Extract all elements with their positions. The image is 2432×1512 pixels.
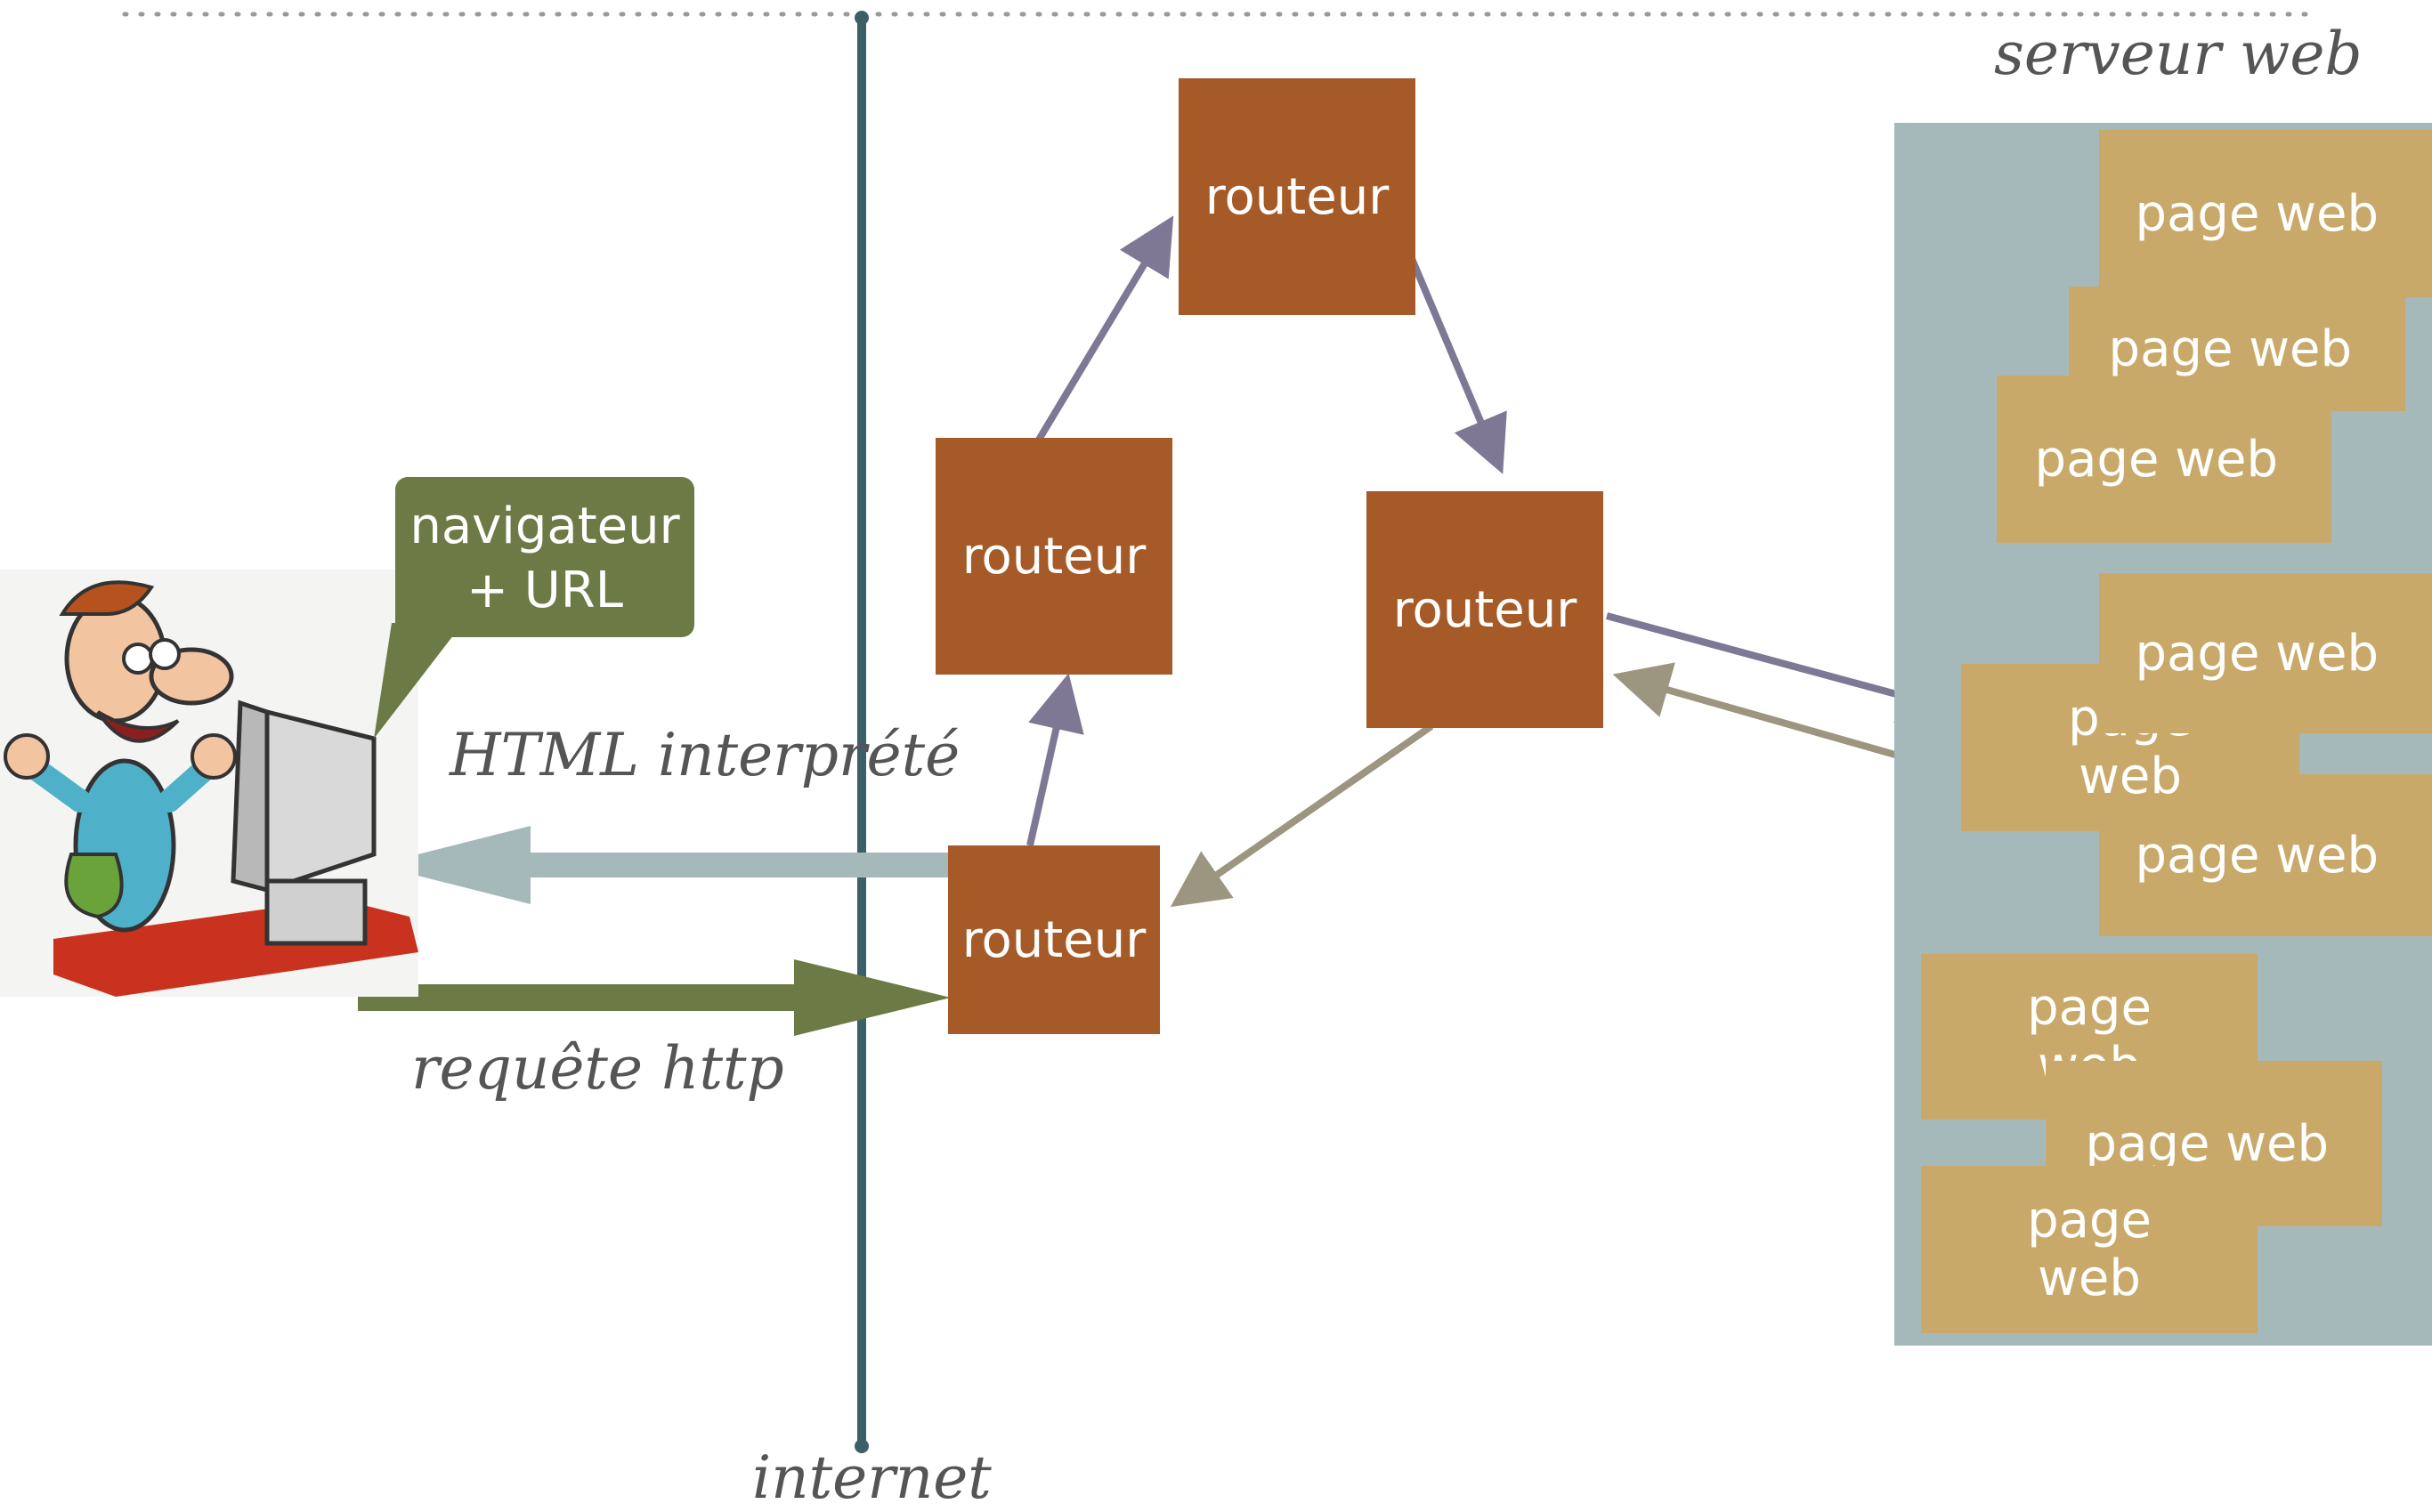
web-page-3-3: page web: [1921, 1166, 2258, 1333]
server-title: serveur web: [1994, 20, 2363, 88]
web-page-1-2: page web: [2069, 287, 2405, 411]
arrow-bottom-to-left-router: [1026, 673, 1084, 846]
web-page-2-1: page web: [2099, 573, 2432, 733]
callout-line-1: navigateur: [409, 497, 680, 555]
user-at-computer-icon: [0, 570, 418, 997]
router-bottom: routeur: [948, 845, 1160, 1034]
internet-label: internet: [752, 1443, 992, 1512]
callout-tail: [374, 623, 463, 739]
web-page-label: page web: [2135, 826, 2379, 885]
request-arrow: [358, 959, 951, 1036]
html-interpreted-label: HTML interprété: [450, 721, 961, 789]
router-label: routeur: [1204, 167, 1390, 226]
router-right: routeur: [1366, 491, 1603, 728]
response-arrow: [376, 826, 953, 904]
arrow-right-to-bottom-router: [1170, 723, 1434, 908]
web-page-label: page web: [2135, 624, 2379, 683]
callout-line-2: + URL: [466, 562, 623, 619]
router-label: routeur: [961, 910, 1147, 969]
http-request-label: requête http: [411, 1034, 784, 1103]
arrow-top-to-right-router: [1407, 253, 1507, 474]
arrow-left-to-top-router: [1030, 215, 1174, 451]
router-label: routeur: [1392, 580, 1577, 639]
arrow-right-router-to-server: [1605, 612, 1957, 724]
router-label: routeur: [961, 527, 1147, 586]
web-page-label: page web: [2034, 430, 2278, 489]
router-left: routeur: [936, 438, 1172, 675]
router-top: routeur: [1179, 78, 1415, 315]
browser-url-callout: navigateur + URL: [395, 477, 694, 637]
web-page-label: page web: [2085, 1114, 2329, 1173]
web-page-label: page web: [2027, 1192, 2152, 1307]
web-page-1-1: page web: [2099, 130, 2432, 297]
web-page-label: page web: [2135, 184, 2379, 243]
web-page-label: page web: [2108, 319, 2352, 378]
